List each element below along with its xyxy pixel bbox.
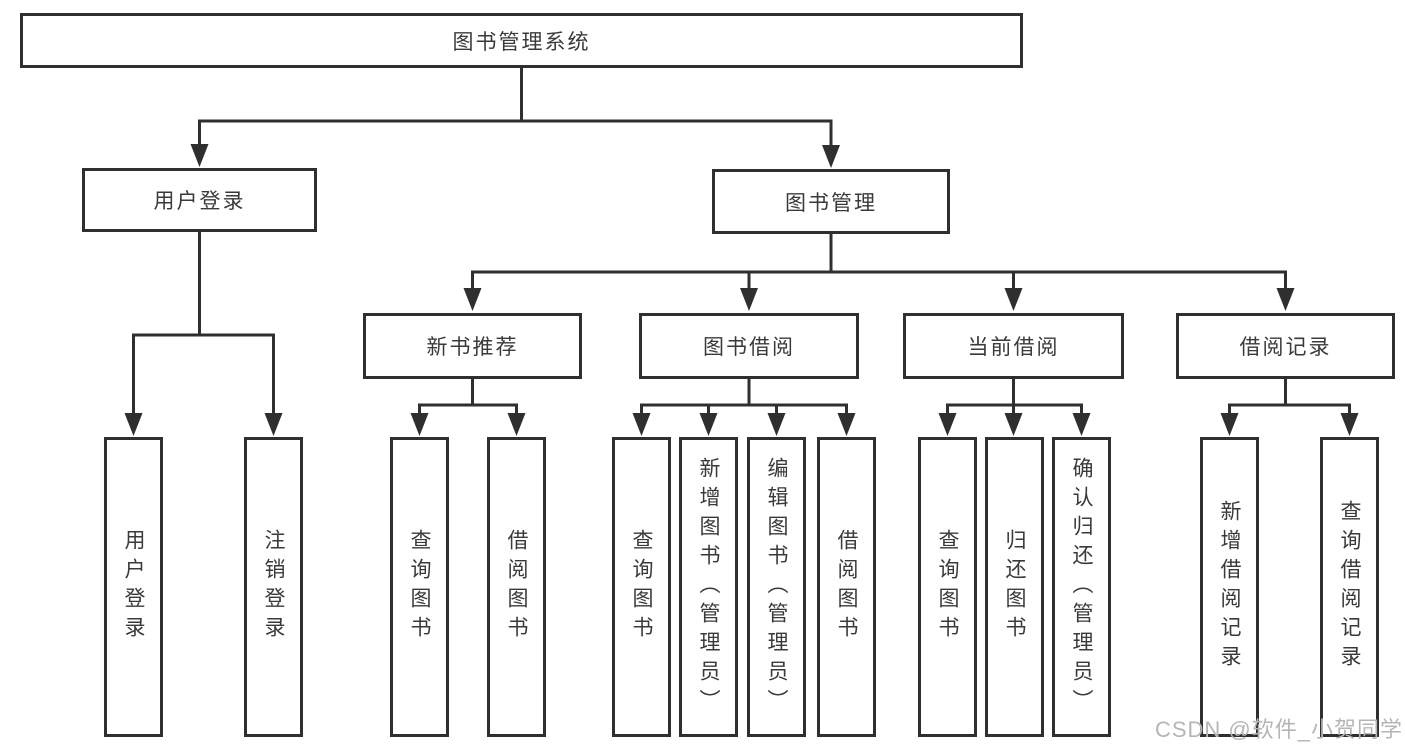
node-root-system-label: 图书管理系统 (452, 30, 591, 54)
connector-borrow-record-children (1220, 379, 1359, 436)
leaf-user-login-label: 用户登录 (122, 529, 145, 645)
connector-current-borrow-children (938, 379, 1091, 436)
leaf-user-login: 用户登录 (104, 437, 163, 737)
node-borrowing-records: 借阅记录 (1176, 313, 1395, 379)
leaf-return-books: 归还图书 (985, 437, 1044, 737)
leaf-query-borrow-record: 查询借阅记录 (1320, 437, 1379, 737)
leaf-confirm-return-admin-label: 确认归还（管理员） (1070, 456, 1093, 718)
leaf-confirm-return-admin: 确认归还（管理员） (1052, 437, 1111, 737)
leaf-query-books-recommend-label: 查询图书 (408, 529, 431, 645)
leaf-return-books-label: 归还图书 (1003, 529, 1026, 645)
connector-root-to-level2 (190, 68, 840, 168)
leaf-query-books-current: 查询图书 (918, 437, 977, 737)
connector-book-borrow-children (632, 379, 856, 436)
connector-user-login-children (124, 232, 283, 436)
leaf-borrow-books-borrowing-label: 借阅图书 (835, 529, 858, 645)
node-user-login: 用户登录 (82, 168, 317, 232)
node-book-management: 图书管理 (712, 169, 950, 234)
leaf-borrow-books-recommend-label: 借阅图书 (505, 529, 528, 645)
leaf-query-books-borrowing-label: 查询图书 (630, 529, 653, 645)
leaf-query-borrow-record-label: 查询借阅记录 (1338, 500, 1361, 674)
leaf-add-book-admin: 新增图书（管理员） (679, 437, 738, 737)
csdn-watermark: CSDN @软件_小贺同学 (1154, 717, 1403, 742)
leaf-borrow-books-recommend: 借阅图书 (487, 437, 546, 737)
leaf-edit-book-admin-label: 编辑图书（管理员） (765, 456, 788, 718)
node-user-login-label: 用户登录 (153, 190, 246, 213)
node-book-management-label: 图书管理 (785, 191, 877, 215)
connector-new-book-children (410, 379, 526, 436)
leaf-logout-login: 注销登录 (244, 437, 303, 737)
node-root-system: 图书管理系统 (20, 13, 1023, 68)
leaf-query-books-recommend: 查询图书 (390, 437, 449, 737)
connector-book-management-children (463, 234, 1295, 311)
node-current-borrowing-label: 当前借阅 (967, 336, 1060, 359)
node-current-borrowing: 当前借阅 (903, 313, 1124, 379)
leaf-logout-login-label: 注销登录 (262, 529, 285, 645)
leaf-query-books-current-label: 查询图书 (936, 529, 959, 645)
node-new-book-recommend-label: 新书推荐 (426, 336, 519, 359)
node-borrowing-records-label: 借阅记录 (1239, 336, 1332, 359)
node-book-borrowing-label: 图书借阅 (703, 336, 795, 359)
leaf-add-book-admin-label: 新增图书（管理员） (697, 456, 720, 718)
node-new-book-recommend: 新书推荐 (363, 313, 582, 379)
leaf-query-books-borrowing: 查询图书 (612, 437, 671, 737)
leaf-add-borrow-record-label: 新增借阅记录 (1218, 500, 1241, 674)
leaf-edit-book-admin: 编辑图书（管理员） (747, 437, 806, 737)
node-book-borrowing: 图书借阅 (639, 313, 859, 379)
leaf-add-borrow-record: 新增借阅记录 (1200, 437, 1259, 737)
leaf-borrow-books-borrowing: 借阅图书 (817, 437, 876, 737)
